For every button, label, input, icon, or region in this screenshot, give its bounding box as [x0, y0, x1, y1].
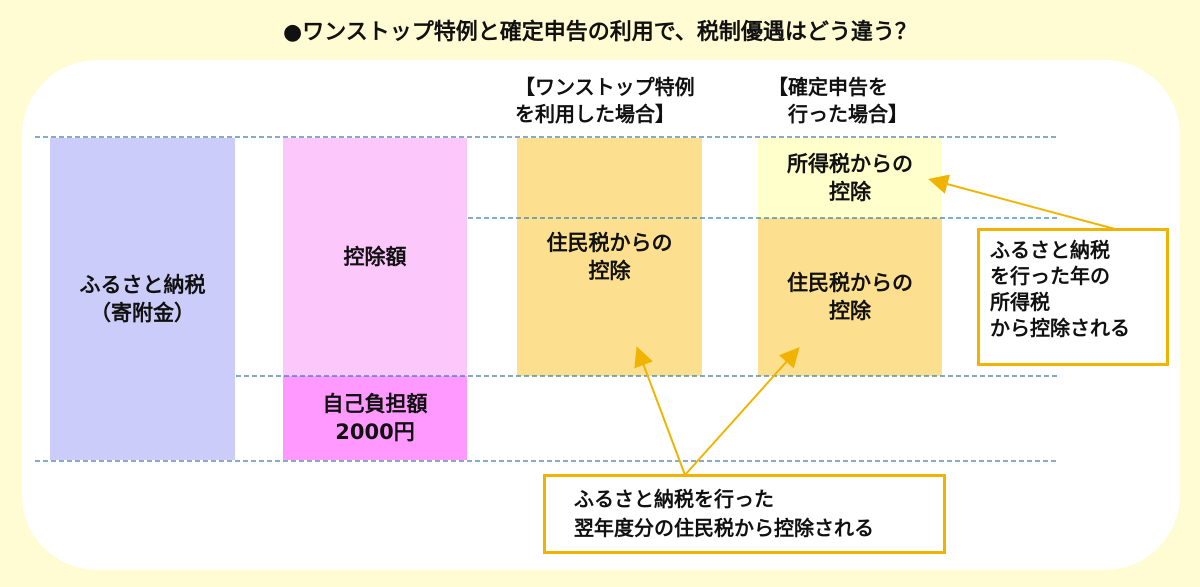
diagram-title: ●ワンストップ特例と確定申告の利用で、税制優遇はどう違う？ — [283, 20, 917, 45]
header-kakutei: 【確定申告を 行った場合】 — [768, 75, 908, 126]
arrow-kakutei-resident — [684, 347, 800, 476]
resident-tax-callout: ふるさと納税を行った 翌年度分の住民税から控除される — [543, 474, 946, 554]
deduction-box: 控除額 — [283, 138, 467, 376]
kakutei-income-tax-box: 所得税からの 控除 — [758, 138, 942, 218]
income-tax-callout: ふるさと納税 を行った年の 所得税 から控除される — [977, 228, 1169, 366]
header-onestop: 【ワンストップ特例 を利用した場合】 — [515, 75, 695, 126]
arrow-income-tax — [928, 174, 1116, 230]
self-burden-box: 自己負担額 2000円 — [283, 376, 467, 460]
donation-box: ふるさと納税 （寄附金） — [50, 138, 235, 460]
onestop-resident-tax-box: 住民税からの 控除 — [517, 138, 702, 376]
arrow-onestop-resident — [634, 346, 686, 476]
